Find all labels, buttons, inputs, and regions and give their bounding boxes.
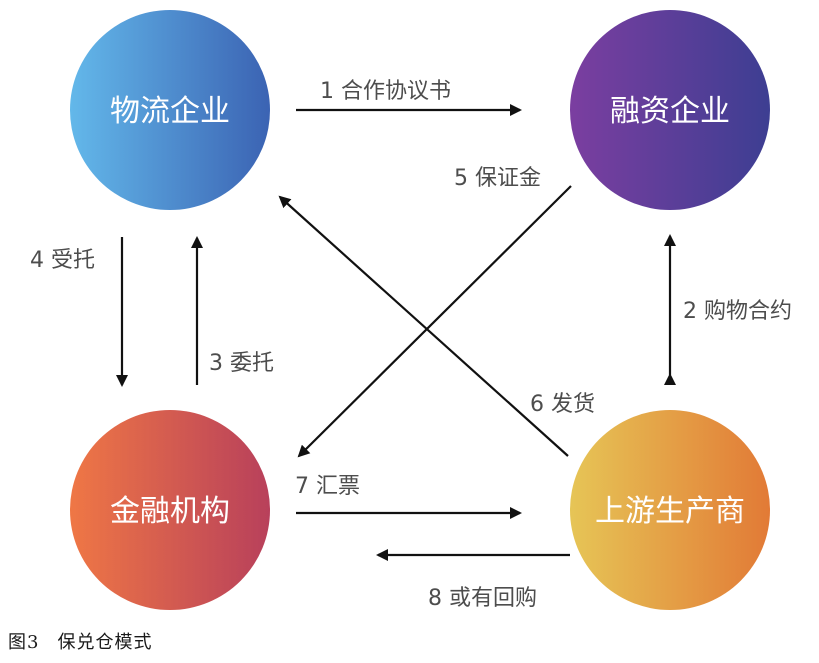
edge-4-label: 4 受托 (30, 248, 95, 273)
edge-2: 2 购物合约 (664, 234, 792, 385)
edge-7-label: 7 汇票 (295, 474, 360, 499)
node-finance-institution: 金融机构 (70, 410, 270, 610)
node-upstream: 上游生产商 (570, 410, 770, 610)
node-upstream-circle (570, 410, 770, 610)
edge-5: 5 保证金 (297, 166, 572, 458)
edge-5-label: 5 保证金 (454, 166, 541, 191)
edge-2-label: 2 购物合约 (683, 299, 792, 324)
edge-8: 8 或有回购 (376, 549, 570, 611)
edge-6-arrow (278, 195, 569, 457)
edge-1: 1 合作协议书 (296, 79, 522, 116)
edge-3-label: 3 委托 (209, 351, 274, 376)
edge-3: 3 委托 (191, 236, 274, 385)
node-logistics-circle (70, 10, 270, 210)
edge-6: 6 发货 (278, 195, 595, 457)
edge-5-arrow (297, 185, 572, 458)
node-finance-institution-circle (70, 410, 270, 610)
figure-caption: 图3 保兑仓模式 (8, 628, 152, 654)
node-logistics-label: 物流企业 (110, 94, 230, 129)
edge-6-label: 6 发货 (530, 392, 595, 417)
node-financing-label: 融资企业 (610, 94, 730, 129)
edge-7: 7 汇票 (295, 474, 522, 519)
node-logistics: 物流企业 (70, 10, 270, 210)
node-financing: 融资企业 (570, 10, 770, 210)
figure-number: 图3 (8, 632, 40, 653)
edge-4: 4 受托 (30, 237, 128, 387)
node-upstream-label: 上游生产商 (595, 494, 745, 529)
edge-1-label: 1 合作协议书 (320, 79, 451, 104)
node-finance-institution-label: 金融机构 (110, 494, 230, 529)
edge-8-label: 8 或有回购 (428, 586, 537, 611)
node-financing-circle (570, 10, 770, 210)
figure-title: 保兑仓模式 (57, 632, 153, 653)
